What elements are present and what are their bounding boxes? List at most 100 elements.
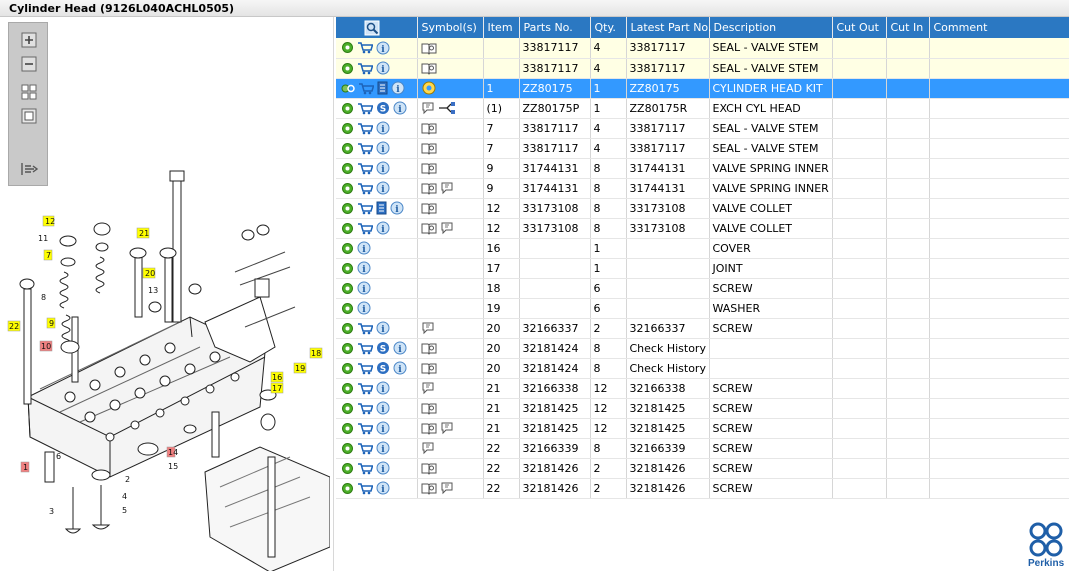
cart-icon[interactable]: [357, 182, 373, 195]
book-icon[interactable]: [421, 402, 437, 415]
gear-icon[interactable]: [341, 182, 354, 195]
gear-icon[interactable]: [341, 202, 354, 215]
book-icon[interactable]: [421, 162, 437, 175]
callout-16[interactable]: 16: [270, 371, 284, 383]
exploded-view-drawing[interactable]: 12 11 7 21 20 13 8 9 22 10 18 19 16 17 1…: [0, 157, 330, 571]
book-icon[interactable]: [421, 222, 437, 235]
gear-icon[interactable]: [341, 62, 354, 75]
gear-icon[interactable]: [341, 282, 354, 295]
book-icon[interactable]: [421, 42, 437, 55]
cart-icon[interactable]: [358, 82, 374, 95]
note-icon[interactable]: [440, 181, 454, 195]
document-icon[interactable]: [376, 201, 387, 215]
book-icon[interactable]: [421, 122, 437, 135]
search-icon[interactable]: [364, 20, 380, 36]
callout-5[interactable]: 5: [122, 506, 127, 515]
callout-8[interactable]: 8: [41, 293, 46, 302]
book-icon[interactable]: [421, 62, 437, 75]
callout-11[interactable]: 11: [38, 234, 48, 243]
callout-22[interactable]: 22: [7, 320, 21, 332]
cart-icon[interactable]: [357, 342, 373, 355]
cart-icon[interactable]: [357, 142, 373, 155]
gear-icon[interactable]: [341, 102, 354, 115]
column-header-parts-no[interactable]: Parts No.: [519, 17, 591, 38]
info-icon[interactable]: i: [393, 361, 407, 375]
callout-13[interactable]: 13: [148, 286, 158, 295]
gear-icon[interactable]: [341, 382, 354, 395]
callout-21[interactable]: 21: [136, 227, 150, 239]
tree-icon[interactable]: [438, 101, 456, 115]
callout-19[interactable]: 19: [293, 362, 307, 374]
info-icon[interactable]: i: [376, 41, 390, 55]
gear-icon[interactable]: [341, 482, 354, 495]
supersession-icon[interactable]: S: [376, 101, 390, 115]
gear-icon[interactable]: [341, 322, 354, 335]
callout-2[interactable]: 2: [125, 475, 130, 484]
callout-15[interactable]: 15: [168, 462, 178, 471]
book-icon[interactable]: [421, 182, 437, 195]
callout-20[interactable]: 20: [142, 267, 156, 279]
info-icon[interactable]: i: [376, 121, 390, 135]
zoom-in-button[interactable]: [17, 30, 41, 50]
callout-12[interactable]: 12: [42, 215, 55, 227]
cart-icon[interactable]: [357, 102, 373, 115]
gear-icon[interactable]: [341, 302, 354, 315]
callout-17[interactable]: 17: [270, 382, 284, 394]
callout-18[interactable]: 18: [309, 347, 323, 359]
cart-icon[interactable]: [357, 362, 373, 375]
cart-icon[interactable]: [357, 162, 373, 175]
note-icon[interactable]: [440, 421, 454, 435]
cart-icon[interactable]: [357, 122, 373, 135]
gear-icon[interactable]: [341, 162, 354, 175]
book-icon[interactable]: [421, 202, 437, 215]
gear-icon[interactable]: [341, 142, 354, 155]
info-icon[interactable]: i: [376, 141, 390, 155]
info-icon[interactable]: i: [376, 161, 390, 175]
info-icon[interactable]: i: [357, 241, 371, 255]
info-icon[interactable]: i: [376, 381, 390, 395]
info-icon[interactable]: i: [357, 281, 371, 295]
column-header-actions[interactable]: [336, 17, 418, 38]
column-header-item[interactable]: Item: [483, 17, 520, 38]
cart-icon[interactable]: [357, 402, 373, 415]
gear-icon[interactable]: [341, 242, 354, 255]
cart-icon[interactable]: [357, 222, 373, 235]
info-icon[interactable]: i: [357, 261, 371, 275]
info-icon[interactable]: i: [390, 201, 404, 215]
info-icon[interactable]: i: [376, 441, 390, 455]
book-icon[interactable]: [421, 342, 437, 355]
info-icon[interactable]: i: [376, 481, 390, 495]
cart-icon[interactable]: [357, 322, 373, 335]
column-header-comment[interactable]: Comment: [929, 17, 1069, 38]
zoom-out-button[interactable]: [17, 54, 41, 74]
column-header-cut-out[interactable]: Cut Out: [832, 17, 887, 38]
export-button[interactable]: [17, 159, 41, 179]
column-header-qty[interactable]: Qty.: [590, 17, 627, 38]
callout-1[interactable]: 1: [20, 461, 30, 473]
supersession-icon[interactable]: S: [376, 341, 390, 355]
cart-icon[interactable]: [357, 422, 373, 435]
callout-9[interactable]: 9: [46, 317, 56, 329]
note-icon[interactable]: [440, 221, 454, 235]
cart-icon[interactable]: [357, 462, 373, 475]
cart-icon[interactable]: [357, 62, 373, 75]
book-icon[interactable]: [421, 462, 437, 475]
column-header-latest-part-no[interactable]: Latest Part No.: [626, 17, 711, 38]
book-icon[interactable]: [421, 482, 437, 495]
